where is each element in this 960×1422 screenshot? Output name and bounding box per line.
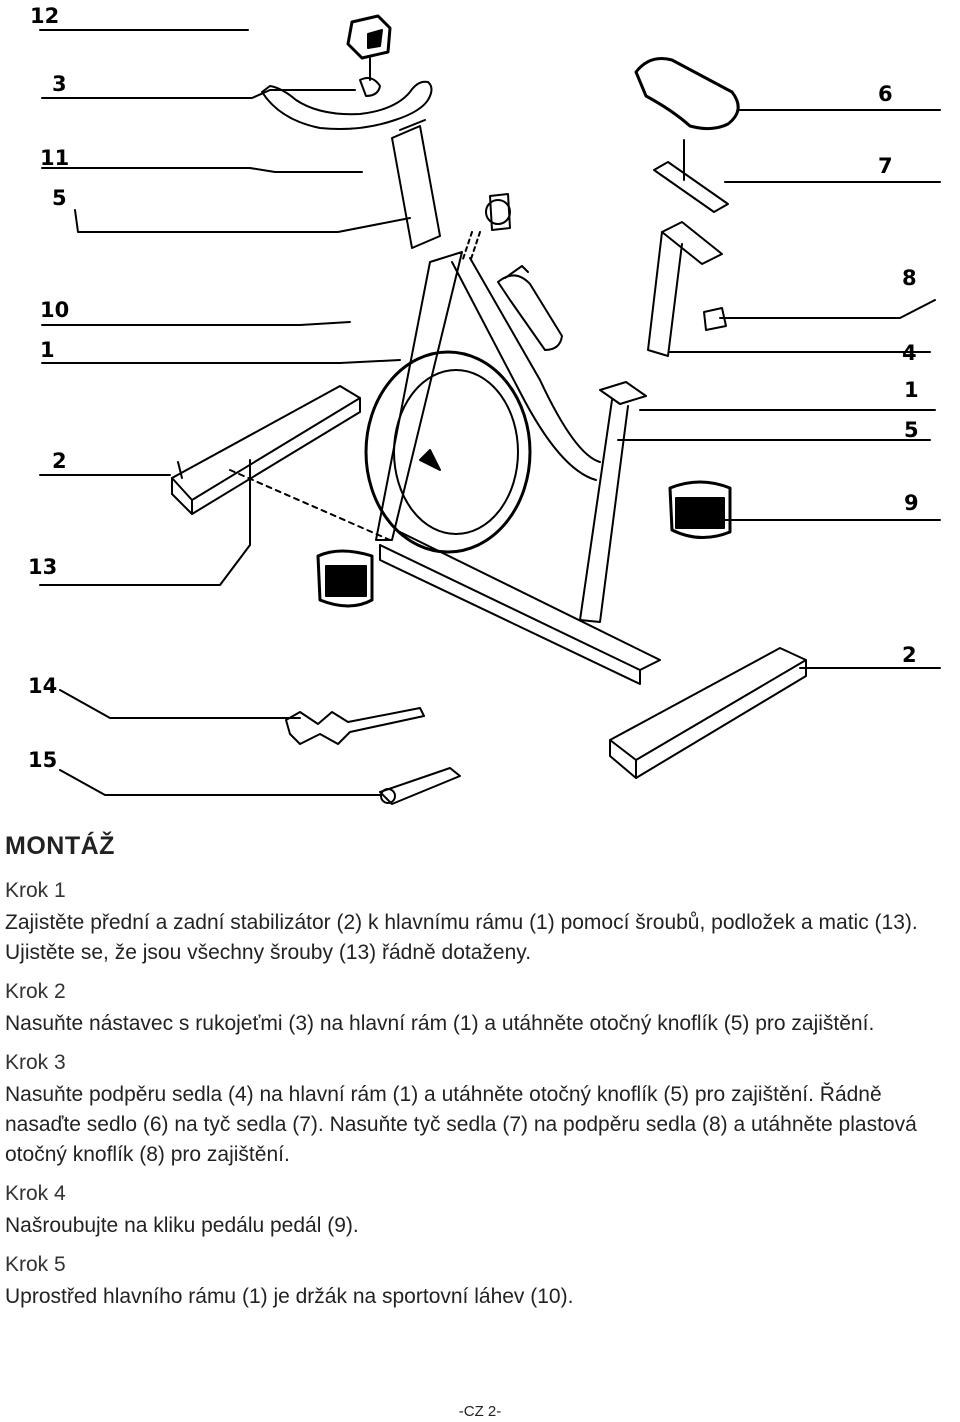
- step-3-title: Krok 3: [5, 1051, 66, 1074]
- step-4-title: Krok 4: [5, 1182, 66, 1205]
- part-label-2-right: 2: [902, 643, 917, 667]
- leader-line-15: [59, 769, 381, 796]
- part-label-12: 12: [30, 4, 60, 28]
- part-label-8: 8: [902, 266, 917, 290]
- step-4-text: Našroubujte na kliku pedálu pedál (9).: [5, 1214, 359, 1237]
- leader-line-13: [39, 459, 251, 586]
- step-1-title: Krok 1: [5, 879, 66, 902]
- part-label-11: 11: [40, 146, 70, 170]
- leader-line-3: [41, 89, 356, 99]
- leader-line-1a: [41, 359, 401, 364]
- page-number: -CZ 2-: [458, 1403, 502, 1420]
- part-label-10: 10: [40, 298, 70, 322]
- assembly-instructions: MONTÁŽ Krok 1 Zajistěte přední a zadní s…: [5, 832, 957, 1322]
- step-2-text: Nasuňte nástavec s rukojeťmi (3) na hlav…: [5, 1012, 875, 1035]
- part-label-1-right: 1: [904, 378, 919, 402]
- leader-line-10: [41, 321, 351, 326]
- step-1-text: Zajistěte přední a zadní stabilizátor (2…: [5, 911, 918, 964]
- assembly-diagram: 12 3 11 5 10 1 2 13 14 15 6 7 8 4 1 5 9 …: [28, 4, 941, 805]
- exercise-bike-exploded-view: [39, 14, 941, 805]
- leader-line-8: [719, 299, 936, 319]
- part-label-2-left: 2: [52, 449, 67, 473]
- part-label-5-right: 5: [904, 418, 919, 442]
- part-label-1-left: 1: [40, 338, 55, 362]
- part-label-5-left: 5: [52, 186, 67, 210]
- section-heading: MONTÁŽ: [5, 832, 115, 860]
- part-label-15: 15: [28, 748, 58, 772]
- part-label-13: 13: [28, 555, 58, 579]
- step-2-title: Krok 2: [5, 980, 66, 1003]
- part-label-14: 14: [28, 674, 58, 698]
- step-3-text: Nasuňte podpěru sedla (4) na hlavní rám …: [5, 1083, 917, 1166]
- step-5-text: Uprostřed hlavního rámu (1) je držák na …: [5, 1285, 574, 1308]
- part-label-3: 3: [52, 72, 67, 96]
- part-label-6: 6: [878, 82, 893, 106]
- step-5-title: Krok 5: [5, 1253, 66, 1276]
- leader-line-11: [41, 167, 363, 173]
- leader-line-5a: [74, 209, 411, 233]
- part-label-4: 4: [902, 341, 917, 365]
- part-label-7: 7: [878, 154, 893, 178]
- leader-line-14: [59, 689, 301, 719]
- part-label-9: 9: [904, 491, 919, 515]
